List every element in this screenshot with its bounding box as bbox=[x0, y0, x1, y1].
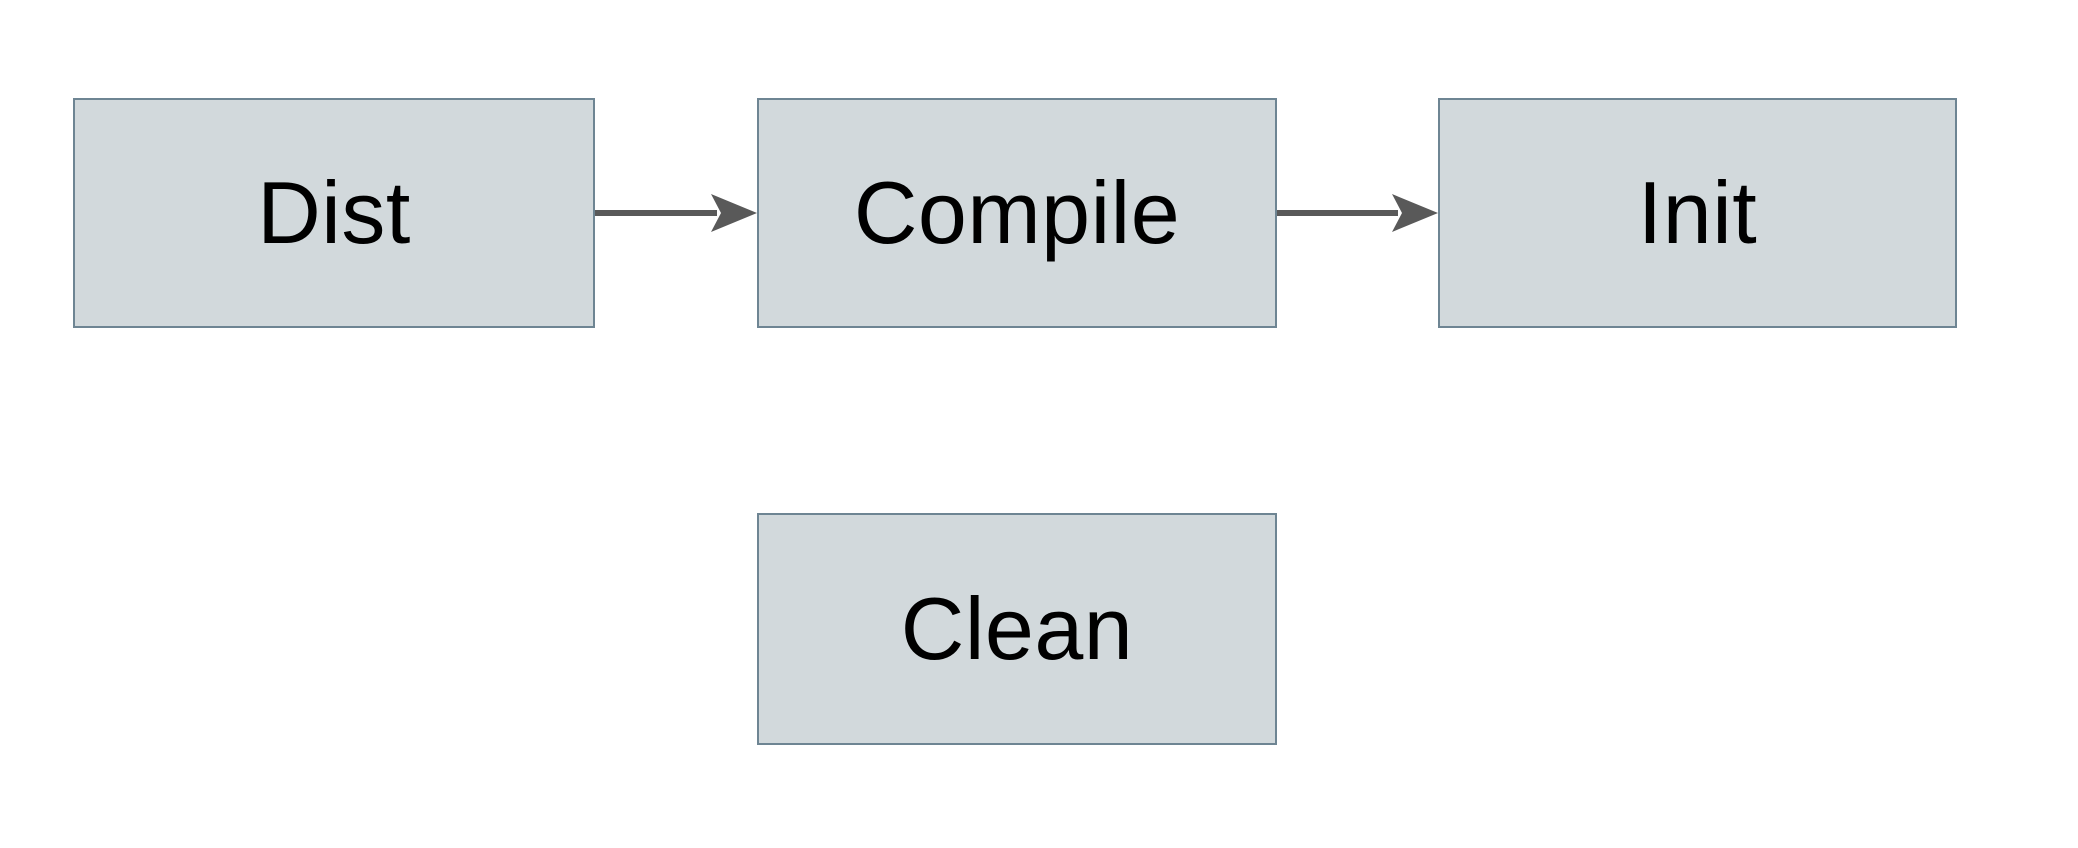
node-compile[interactable]: Compile bbox=[757, 98, 1277, 328]
node-init-label: Init bbox=[1637, 163, 1758, 262]
arrow-dist-to-compile-icon bbox=[595, 191, 757, 235]
node-init[interactable]: Init bbox=[1438, 98, 1957, 328]
node-dist-label: Dist bbox=[257, 163, 411, 262]
arrow-compile-to-init-icon bbox=[1277, 191, 1438, 235]
node-compile-label: Compile bbox=[853, 163, 1181, 262]
node-dist[interactable]: Dist bbox=[73, 98, 595, 328]
node-clean[interactable]: Clean bbox=[757, 513, 1277, 745]
node-clean-label: Clean bbox=[900, 579, 1134, 678]
